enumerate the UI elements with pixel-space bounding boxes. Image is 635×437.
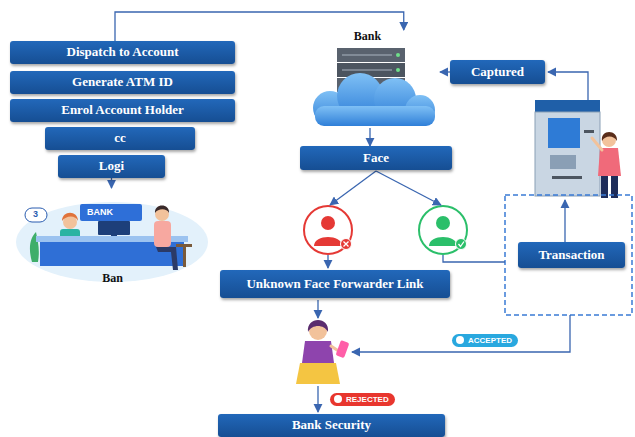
customer-illustration: [296, 320, 349, 384]
node-text: Generate ATM ID: [72, 75, 173, 90]
process-box: Face: [300, 146, 452, 170]
status-pill: REJECTED: [330, 393, 395, 406]
node-text: Ban: [102, 272, 123, 286]
process-box: Transaction: [518, 242, 625, 268]
node-text: Face: [363, 151, 389, 166]
flow-arrow: [111, 178, 112, 188]
accepted-face-icon: [419, 206, 467, 254]
transaction-region: [505, 195, 632, 315]
process-box: Dispatch to Account: [10, 41, 235, 64]
node-text: Enrol Account Holder: [61, 103, 184, 118]
flow-arrow: [440, 71, 450, 72]
status-pill: ACCEPTED: [452, 334, 518, 347]
sign-text: BANK: [87, 207, 113, 217]
process-box: cc: [45, 127, 195, 150]
node-text: Transaction: [538, 248, 604, 263]
node-text: Bank Security: [292, 418, 371, 433]
node-text: Dispatch to Account: [67, 45, 179, 60]
bank-server: Bank: [295, 30, 440, 128]
rejected-face-icon: [304, 206, 352, 254]
node-text: Unknown Face Forwarder Link: [246, 277, 423, 292]
process-box: Generate ATM ID: [10, 71, 235, 94]
callout-number: 3: [33, 209, 38, 219]
server-cloud-illustration: [313, 48, 435, 126]
process-box: Unknown Face Forwarder Link: [220, 270, 450, 298]
process-box: Captured: [450, 60, 545, 84]
process-box: Logi: [58, 155, 165, 178]
atm-illustration: [535, 100, 621, 198]
bank-office-illustration: [16, 202, 208, 282]
flow-arrow: [369, 128, 370, 146]
node-text: Captured: [471, 65, 524, 80]
bank-office: Ban: [15, 188, 210, 286]
node-text: cc: [114, 131, 126, 146]
process-box: Enrol Account Holder: [10, 99, 235, 122]
process-box: Bank Security: [218, 414, 445, 437]
node-text: Bank: [354, 30, 381, 44]
node-text: Logi: [99, 159, 124, 174]
